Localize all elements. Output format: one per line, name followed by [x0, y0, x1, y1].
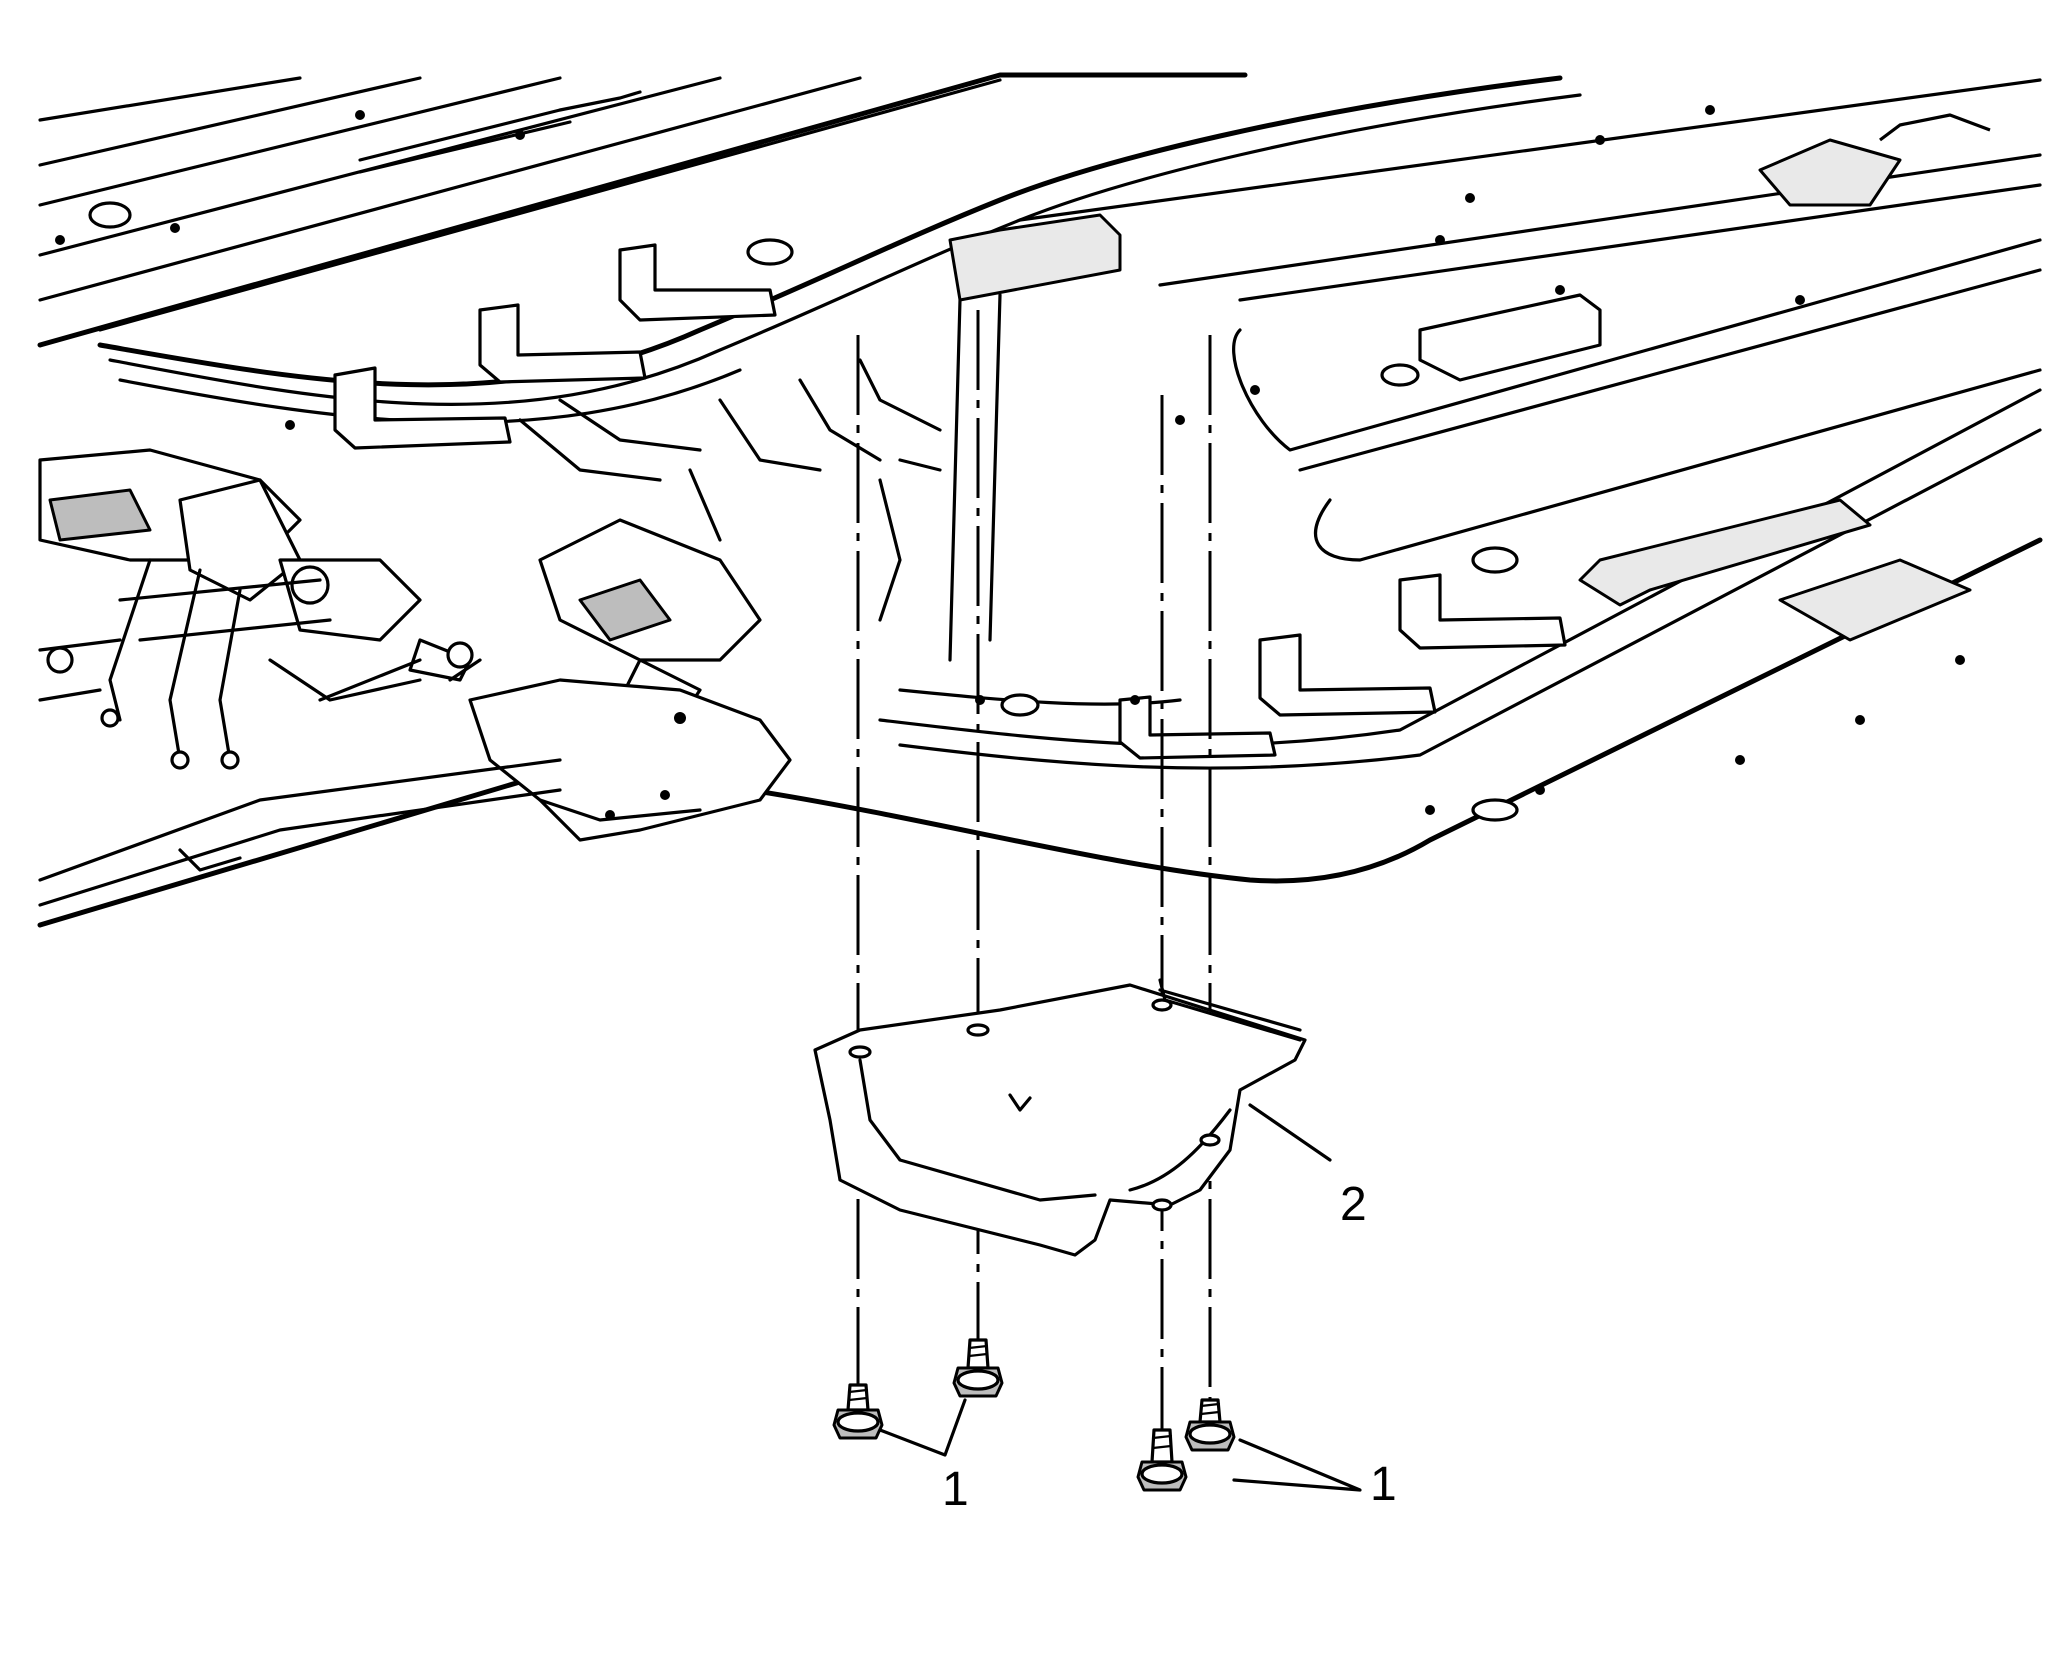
floor-bracket: [333, 243, 1567, 760]
callout-leaders: [878, 1103, 1362, 1492]
callout-fastener-right: 1: [1370, 1458, 1397, 1511]
alignment-lines: [856, 310, 1212, 1430]
body-fastener-dot: [55, 105, 1965, 815]
suspension-assembly: [38, 358, 942, 770]
callout-fastener-left: 1: [942, 1463, 969, 1516]
vehicle-underbody: [37, 72, 2043, 928]
fastener-bolt: [832, 1338, 1236, 1492]
heat-shield-part: [813, 978, 1307, 1257]
callout-shield: 2: [1340, 1178, 1367, 1231]
installed-shield: [468, 678, 792, 842]
